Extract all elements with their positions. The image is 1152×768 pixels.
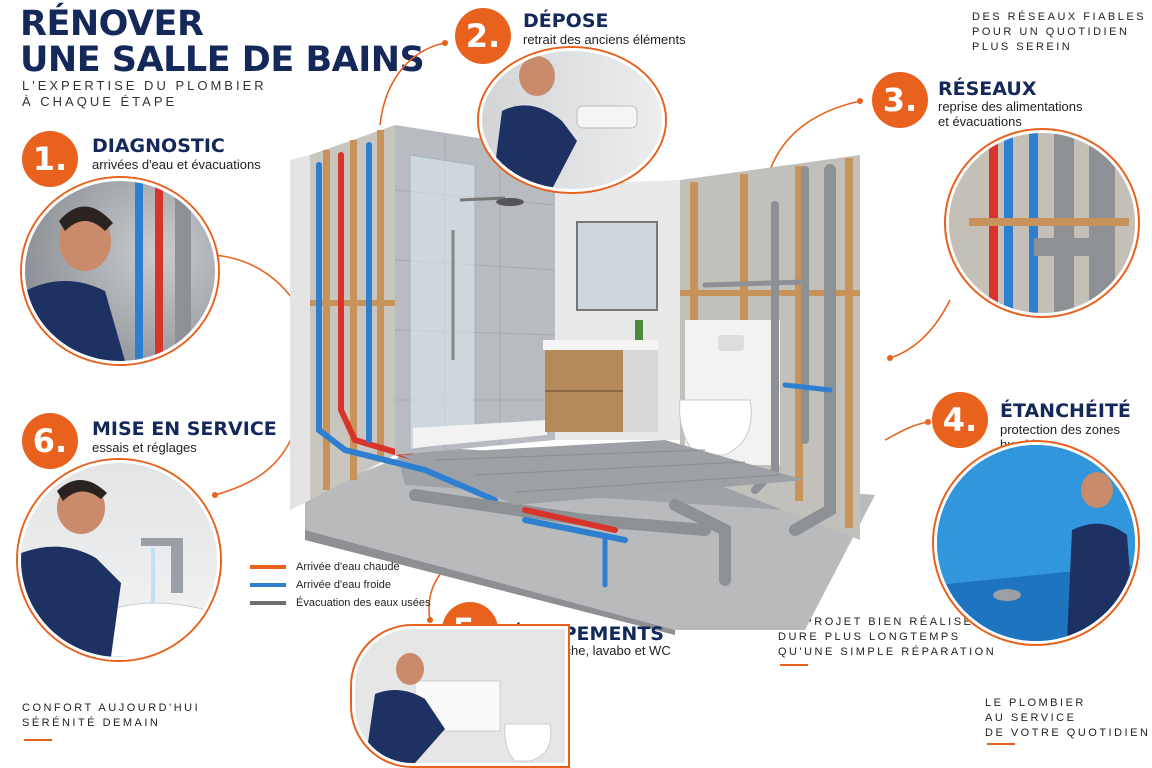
step-3-photo [946,130,1138,316]
legend-item-hot: Arrivée d'eau chaude [250,558,431,576]
step-3-number: 3. [872,72,928,128]
tagline-underline [24,739,52,741]
step-2-number: 2. [455,8,511,64]
tagline-line: DURE PLUS LONGTEMPS [778,631,961,643]
step-4-photo [934,442,1138,644]
title-line-2: UNE SALLE DE BAINS [20,40,425,80]
connector-step3b [889,299,951,359]
tagline-line: DE VOTRE QUOTIDIEN [985,727,1151,739]
step-2-photo [479,48,665,192]
waterproofing-icon [937,445,1135,641]
bathroom-cutaway-icon [290,125,875,635]
tagline-line: PLUS SEREIN [972,41,1073,53]
page-title: RÉNOVER UNE SALLE DE BAINS [20,4,425,80]
legend-swatch-hot [250,565,286,569]
step-6-desc: essais et réglages [92,440,197,455]
step-6-title: MISE EN SERVICE [92,418,277,440]
tagline-bottom-left: CONFORT AUJOURD'HUI SÉRÉNITÉ DEMAIN [22,701,200,731]
connector-step2 [379,42,446,126]
step-1-desc: arrivées d'eau et évacuations [92,157,261,172]
step-6-number: 6. [22,413,78,469]
step-4-number: 4. [932,392,988,448]
step-3-desc-1: reprise des alimentations [938,99,1083,114]
legend-label: Arrivée d'eau froide [296,579,392,591]
tagline-line: QU'UNE SIMPLE RÉPARATION [778,646,997,658]
connector-step4 [884,421,929,441]
connector-step3 [769,100,861,171]
tagline-bottom-center: UN PROJET BIEN RÉALISÉ DURE PLUS LONGTEM… [778,615,996,660]
step-4-title: ÉTANCHÉITÉ [1000,400,1131,422]
legend-label: Évacuation des eaux usées [296,597,431,609]
step-3-title: RÉSEAUX [938,78,1037,100]
subtitle-line-1: L'EXPERTISE DU PLOMBIER [22,78,267,93]
step-2-desc: retrait des anciens éléments [523,32,686,47]
plumber-icon [365,653,552,763]
legend-swatch-cold [250,583,286,587]
tagline-underline [987,743,1015,745]
pipes-icon [949,133,1135,313]
title-line-1: RÉNOVER [20,4,204,44]
legend-swatch-drain [250,601,286,605]
tagline-line: LE PLOMBIER [985,697,1086,709]
legend-item-drain: Évacuation des eaux usées [250,594,431,612]
tagline-bottom-right: LE PLOMBIER AU SERVICE DE VOTRE QUOTIDIE… [985,696,1150,741]
tagline-line: DES RÉSEAUX FIABLES [972,11,1147,23]
tagline-underline [780,664,808,666]
step-3-desc-2: et évacuations [938,114,1022,129]
tagline-line: SÉRÉNITÉ DEMAIN [22,717,161,729]
tagline-line: UN PROJET BIEN RÉALISÉ [778,616,974,628]
subtitle-line-2: À CHAQUE ÉTAPE [22,94,178,109]
step-2-title: DÉPOSE [523,10,609,32]
tagline-line: POUR UN QUOTIDIEN [972,26,1130,38]
connector-step6 [214,429,296,496]
legend-item-cold: Arrivée d'eau froide [250,576,431,594]
step-1-number: 1. [22,131,78,187]
step-6-photo [18,460,220,660]
tagline-line: CONFORT AUJOURD'HUI [22,702,201,714]
step-1-title: DIAGNOSTIC [92,135,225,157]
plumber-icon [21,479,217,657]
step-1-photo [22,178,218,364]
step-5-photo [352,626,568,766]
legend-label: Arrivée d'eau chaude [296,561,400,573]
legend: Arrivée d'eau chaude Arrivée d'eau froid… [250,558,431,612]
page-subtitle: L'EXPERTISE DU PLOMBIER À CHAQUE ÉTAPE [22,78,267,110]
tagline-line: AU SERVICE [985,712,1077,724]
plumber-icon [492,56,638,189]
plumber-icon [25,181,191,361]
tagline-top-right: DES RÉSEAUX FIABLES POUR UN QUOTIDIEN PL… [972,10,1146,55]
